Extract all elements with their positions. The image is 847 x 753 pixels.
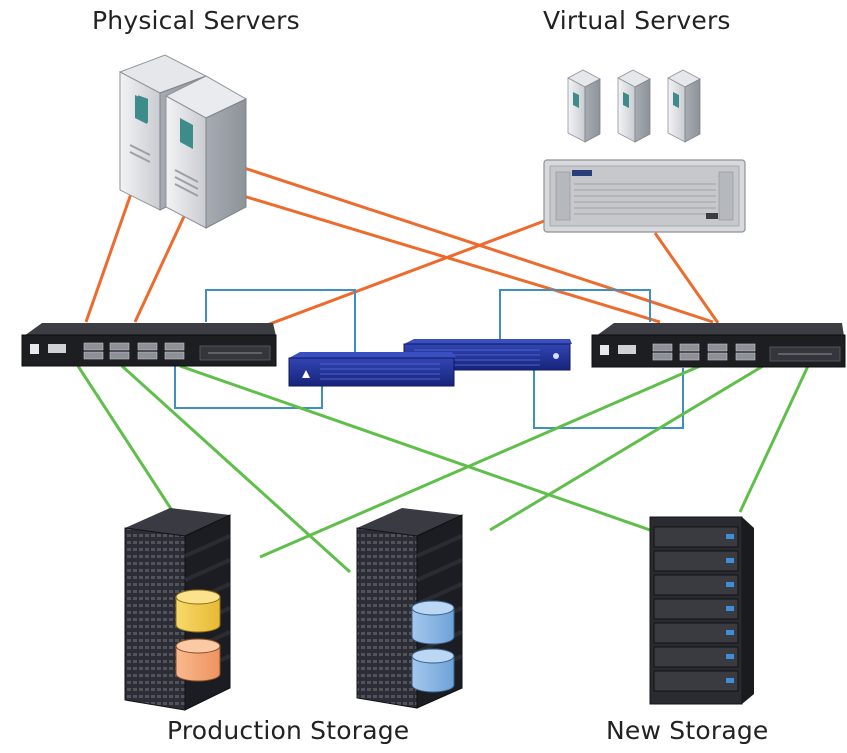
appliance-link — [533, 366, 684, 429]
storage-link — [120, 364, 352, 574]
server-link — [653, 232, 720, 324]
virtualization-host-icon — [543, 69, 746, 233]
server-link — [239, 193, 661, 324]
storage-link — [259, 364, 701, 559]
server-links — [84, 163, 720, 336]
database-icon-blue — [411, 600, 455, 693]
production-storage-label: Production Storage — [167, 716, 410, 745]
tower-server-icon — [118, 54, 248, 229]
physical-servers-label: Physical Servers — [92, 6, 300, 35]
server-link — [133, 209, 189, 323]
virtual-server-icon — [567, 69, 601, 143]
virtual-server-icon — [667, 69, 701, 143]
storage-link — [738, 365, 810, 513]
rack-server-icon — [543, 159, 746, 233]
virtual-server-icon — [617, 69, 651, 143]
server-link — [84, 187, 135, 323]
storage-array-icon — [649, 516, 754, 705]
database-icon-yellow — [175, 589, 221, 633]
storage-link — [489, 364, 764, 532]
new-storage-label: New Storage — [606, 716, 769, 745]
network-appliance-icon — [288, 339, 572, 387]
right-switch-icon — [591, 323, 846, 368]
appliance-link — [499, 289, 651, 345]
storage-link — [76, 365, 177, 516]
appliance-link — [174, 365, 323, 409]
appliance-links — [174, 289, 684, 429]
virtual-servers-label: Virtual Servers — [543, 6, 731, 35]
appliance-link — [205, 289, 356, 358]
database-icon-orange — [175, 638, 221, 682]
left-switch-icon — [21, 323, 277, 367]
storage-link — [179, 364, 651, 532]
server-link — [234, 163, 714, 324]
storage-links — [76, 364, 810, 574]
server-link — [242, 218, 548, 336]
